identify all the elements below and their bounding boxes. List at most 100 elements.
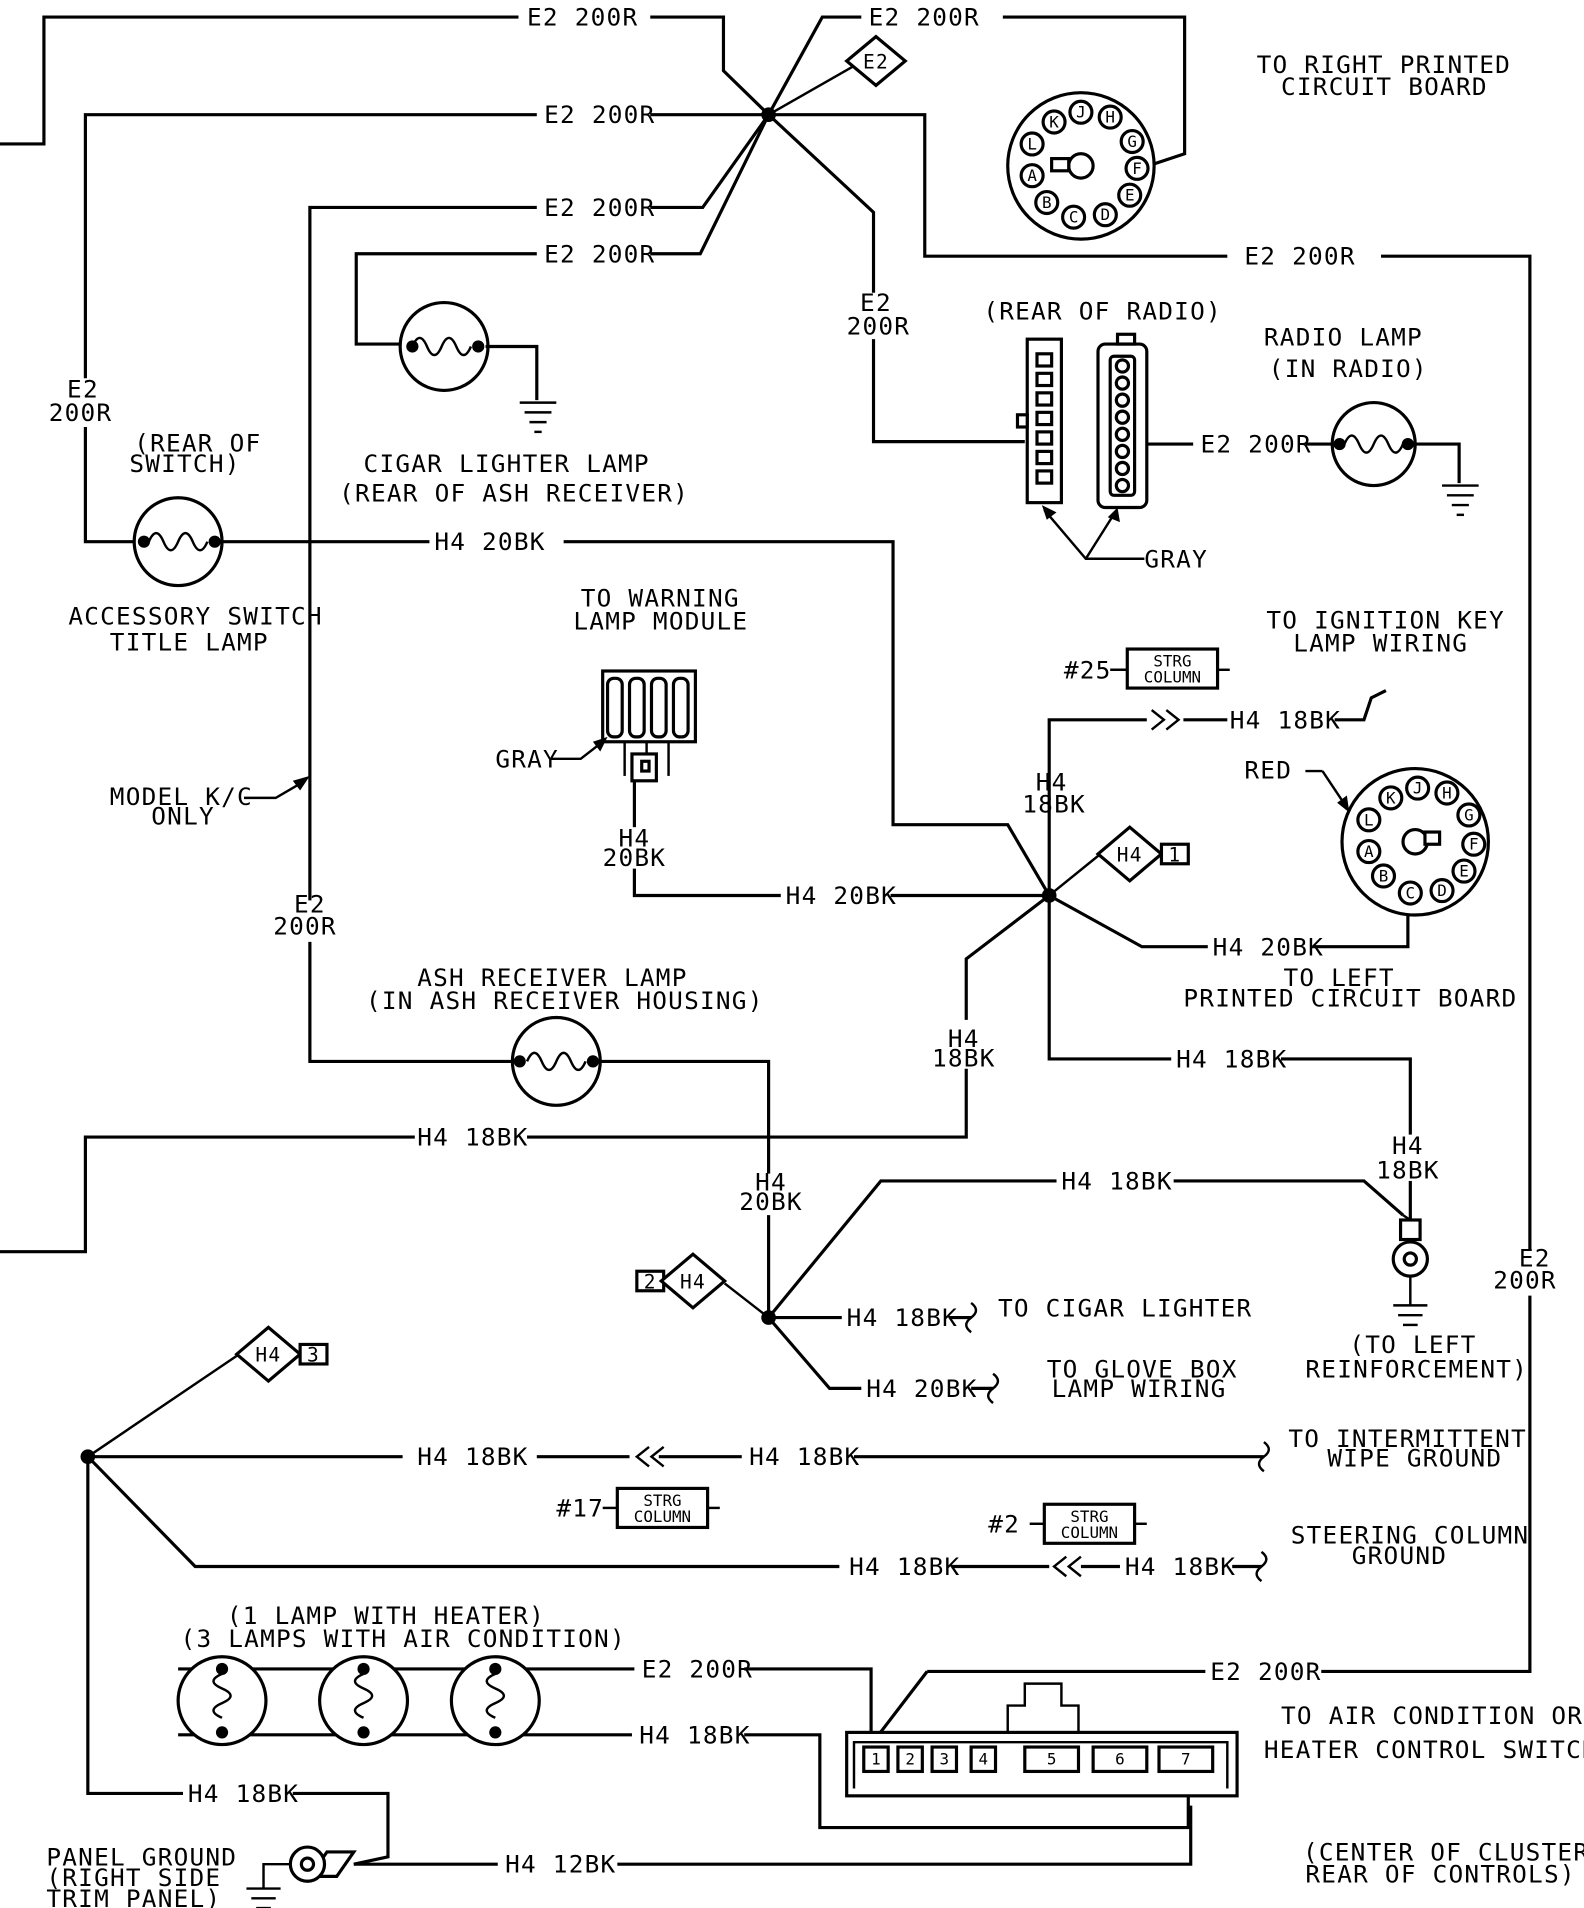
strg-number: #2	[988, 1509, 1020, 1538]
strg-column-17: #17 STRG COLUMN	[556, 1486, 720, 1530]
pin-label: 3	[939, 1750, 949, 1769]
splice-nodes	[80, 107, 1057, 1464]
splice-label: 1	[1168, 843, 1181, 866]
pin-label: D	[1437, 881, 1447, 900]
pin-label: B	[1042, 193, 1052, 212]
pin-label: 5	[1047, 1750, 1057, 1769]
pin-label: K	[1386, 788, 1396, 807]
strg-label: COLUMN	[1144, 668, 1201, 687]
pin-label: J	[1413, 779, 1423, 798]
label-red: RED	[1244, 755, 1292, 784]
splice-h4-3-marker: H4 3	[234, 1325, 329, 1384]
label-ash-lamp: (IN ASH RECEIVER HOUSING)	[366, 986, 764, 1015]
pin-label: 2	[905, 1750, 915, 1769]
pin-label: C	[1069, 208, 1079, 227]
pin-label: 4	[979, 1750, 989, 1769]
pin-label: H	[1105, 108, 1115, 127]
wire-label: H4 18BK	[1176, 1045, 1287, 1074]
wire-label: H4 12BK	[505, 1850, 616, 1879]
wire-label: E2 200R	[642, 1655, 753, 1684]
wire-end-breaks	[965, 1301, 1271, 1583]
label-panel-ground: (RIGHT SIDE	[46, 1863, 221, 1892]
label-ash-lamp: ASH RECEIVER LAMP	[417, 963, 687, 992]
wire-label: E2	[67, 375, 99, 404]
label-panel-ground: PANEL GROUND	[46, 1842, 237, 1871]
label-ac-switch: HEATER CONTROL SWITCH	[1264, 1735, 1584, 1764]
label-heater-lamps: (1 LAMP WITH HEATER)	[227, 1601, 545, 1630]
strg-label: STRG	[643, 1491, 681, 1510]
pin-label: H	[1442, 783, 1452, 802]
cigar-lighter-lamp-icon	[398, 300, 539, 401]
splice-h4-2-marker: 2 H4	[635, 1252, 728, 1310]
pin-label: J	[1076, 103, 1086, 122]
pin-label: 1	[871, 1750, 881, 1769]
gray-leader-arrow	[551, 736, 608, 761]
wire-label: H4 20BK	[786, 881, 897, 910]
label-intermittent-wipe: TO INTERMITTENT	[1288, 1424, 1527, 1453]
label-steering-column: STEERING COLUMN	[1291, 1520, 1530, 1549]
pin-label: C	[1406, 884, 1416, 903]
pin-label: G	[1464, 805, 1474, 824]
wire-label: H4 18BK	[1230, 705, 1341, 734]
wire-label: H4 18BK	[849, 1552, 960, 1581]
splice-label: H4	[680, 1270, 706, 1293]
wire-label: 200R	[273, 912, 337, 941]
label-cigar-lighter: TO CIGAR LIGHTER	[998, 1293, 1252, 1322]
wire-label: H4 18BK	[847, 1303, 958, 1332]
wire-label: E2 200R	[527, 3, 638, 32]
pin-label: 7	[1181, 1750, 1191, 1769]
label-intermittent-wipe: WIPE GROUND	[1327, 1443, 1502, 1472]
heater-lamp-1-icon	[176, 1655, 268, 1747]
splice-e2-marker: E2	[844, 34, 908, 88]
label-accessory-switch: ACCESSORY SWITCH	[68, 602, 322, 631]
heater-lamp-2-icon	[318, 1655, 410, 1747]
wire-label: 18BK	[1376, 1156, 1440, 1185]
wire-labels: E2 200R E2 200R E2 200R E2 200R E2 200R …	[49, 3, 1556, 1879]
pin-label: F	[1469, 835, 1479, 854]
wire-label: H4 18BK	[639, 1720, 750, 1749]
control-switch-connector-icon: 1 2 3 4 5 6 7	[845, 1682, 1239, 1798]
model-kc-arrow-icon	[244, 775, 310, 800]
strg-column-25: #25 STRG COLUMN	[1064, 647, 1230, 690]
component-labels: TO RIGHT PRINTED CIRCUIT BOARD (REAR OF …	[46, 50, 1584, 1908]
wire-label: 18BK	[1022, 790, 1086, 819]
label-center-cluster: REAR OF CONTROLS)	[1305, 1859, 1575, 1888]
wire-label: 20BK	[739, 1187, 803, 1216]
wire-label: E2	[860, 288, 892, 317]
strg-label: STRG	[1153, 652, 1191, 671]
label-right-pcb: CIRCUIT BOARD	[1281, 72, 1488, 101]
gray-leader-arrows	[1041, 505, 1145, 560]
pin-label: D	[1101, 205, 1111, 224]
strg-label: STRG	[1070, 1507, 1108, 1526]
h4-splice-node-1	[1041, 888, 1057, 903]
wire-label: E2 200R	[1210, 1657, 1321, 1686]
pin-label: 6	[1115, 1750, 1125, 1769]
left-pcb-round-connector-icon: K J H L G F A E B D C	[1340, 767, 1490, 917]
wire-label: H4	[1392, 1131, 1424, 1160]
wire-label: H4	[1036, 768, 1068, 797]
splice-label: 3	[307, 1344, 320, 1367]
label-rear-switch: (REAR OF	[134, 428, 261, 457]
label-ignition-key: TO IGNITION KEY	[1266, 605, 1505, 634]
label-left-reinforcement: (TO LEFT	[1349, 1330, 1476, 1359]
label-heater-lamps: (3 LAMPS WITH AIR CONDITION)	[181, 1624, 626, 1653]
wire-label: E2 200R	[869, 3, 980, 32]
wire-label: H4 18BK	[188, 1779, 299, 1808]
ground-icon	[519, 401, 557, 434]
wire-label: 18BK	[932, 1043, 996, 1072]
label-ignition-key: LAMP WIRING	[1293, 628, 1468, 657]
label-left-reinforcement: REINFORCEMENT)	[1305, 1354, 1528, 1383]
label-rear-of-radio: (REAR OF RADIO)	[983, 297, 1222, 326]
label-glove-box: TO GLOVE BOX	[1047, 1354, 1238, 1383]
splice-label: H4	[1117, 843, 1143, 866]
wire-label: E2	[1519, 1243, 1551, 1272]
label-accessory-switch: TITLE LAMP	[110, 627, 269, 656]
label-left-pcb: TO LEFT	[1283, 963, 1394, 992]
strg-number: #17	[556, 1493, 604, 1522]
wire-label: H4	[755, 1168, 787, 1197]
h4-splice-node-3	[80, 1449, 96, 1464]
strg-label: COLUMN	[1061, 1523, 1118, 1542]
label-gray: GRAY	[1144, 544, 1208, 573]
radio-lamp-icon	[1330, 401, 1461, 488]
